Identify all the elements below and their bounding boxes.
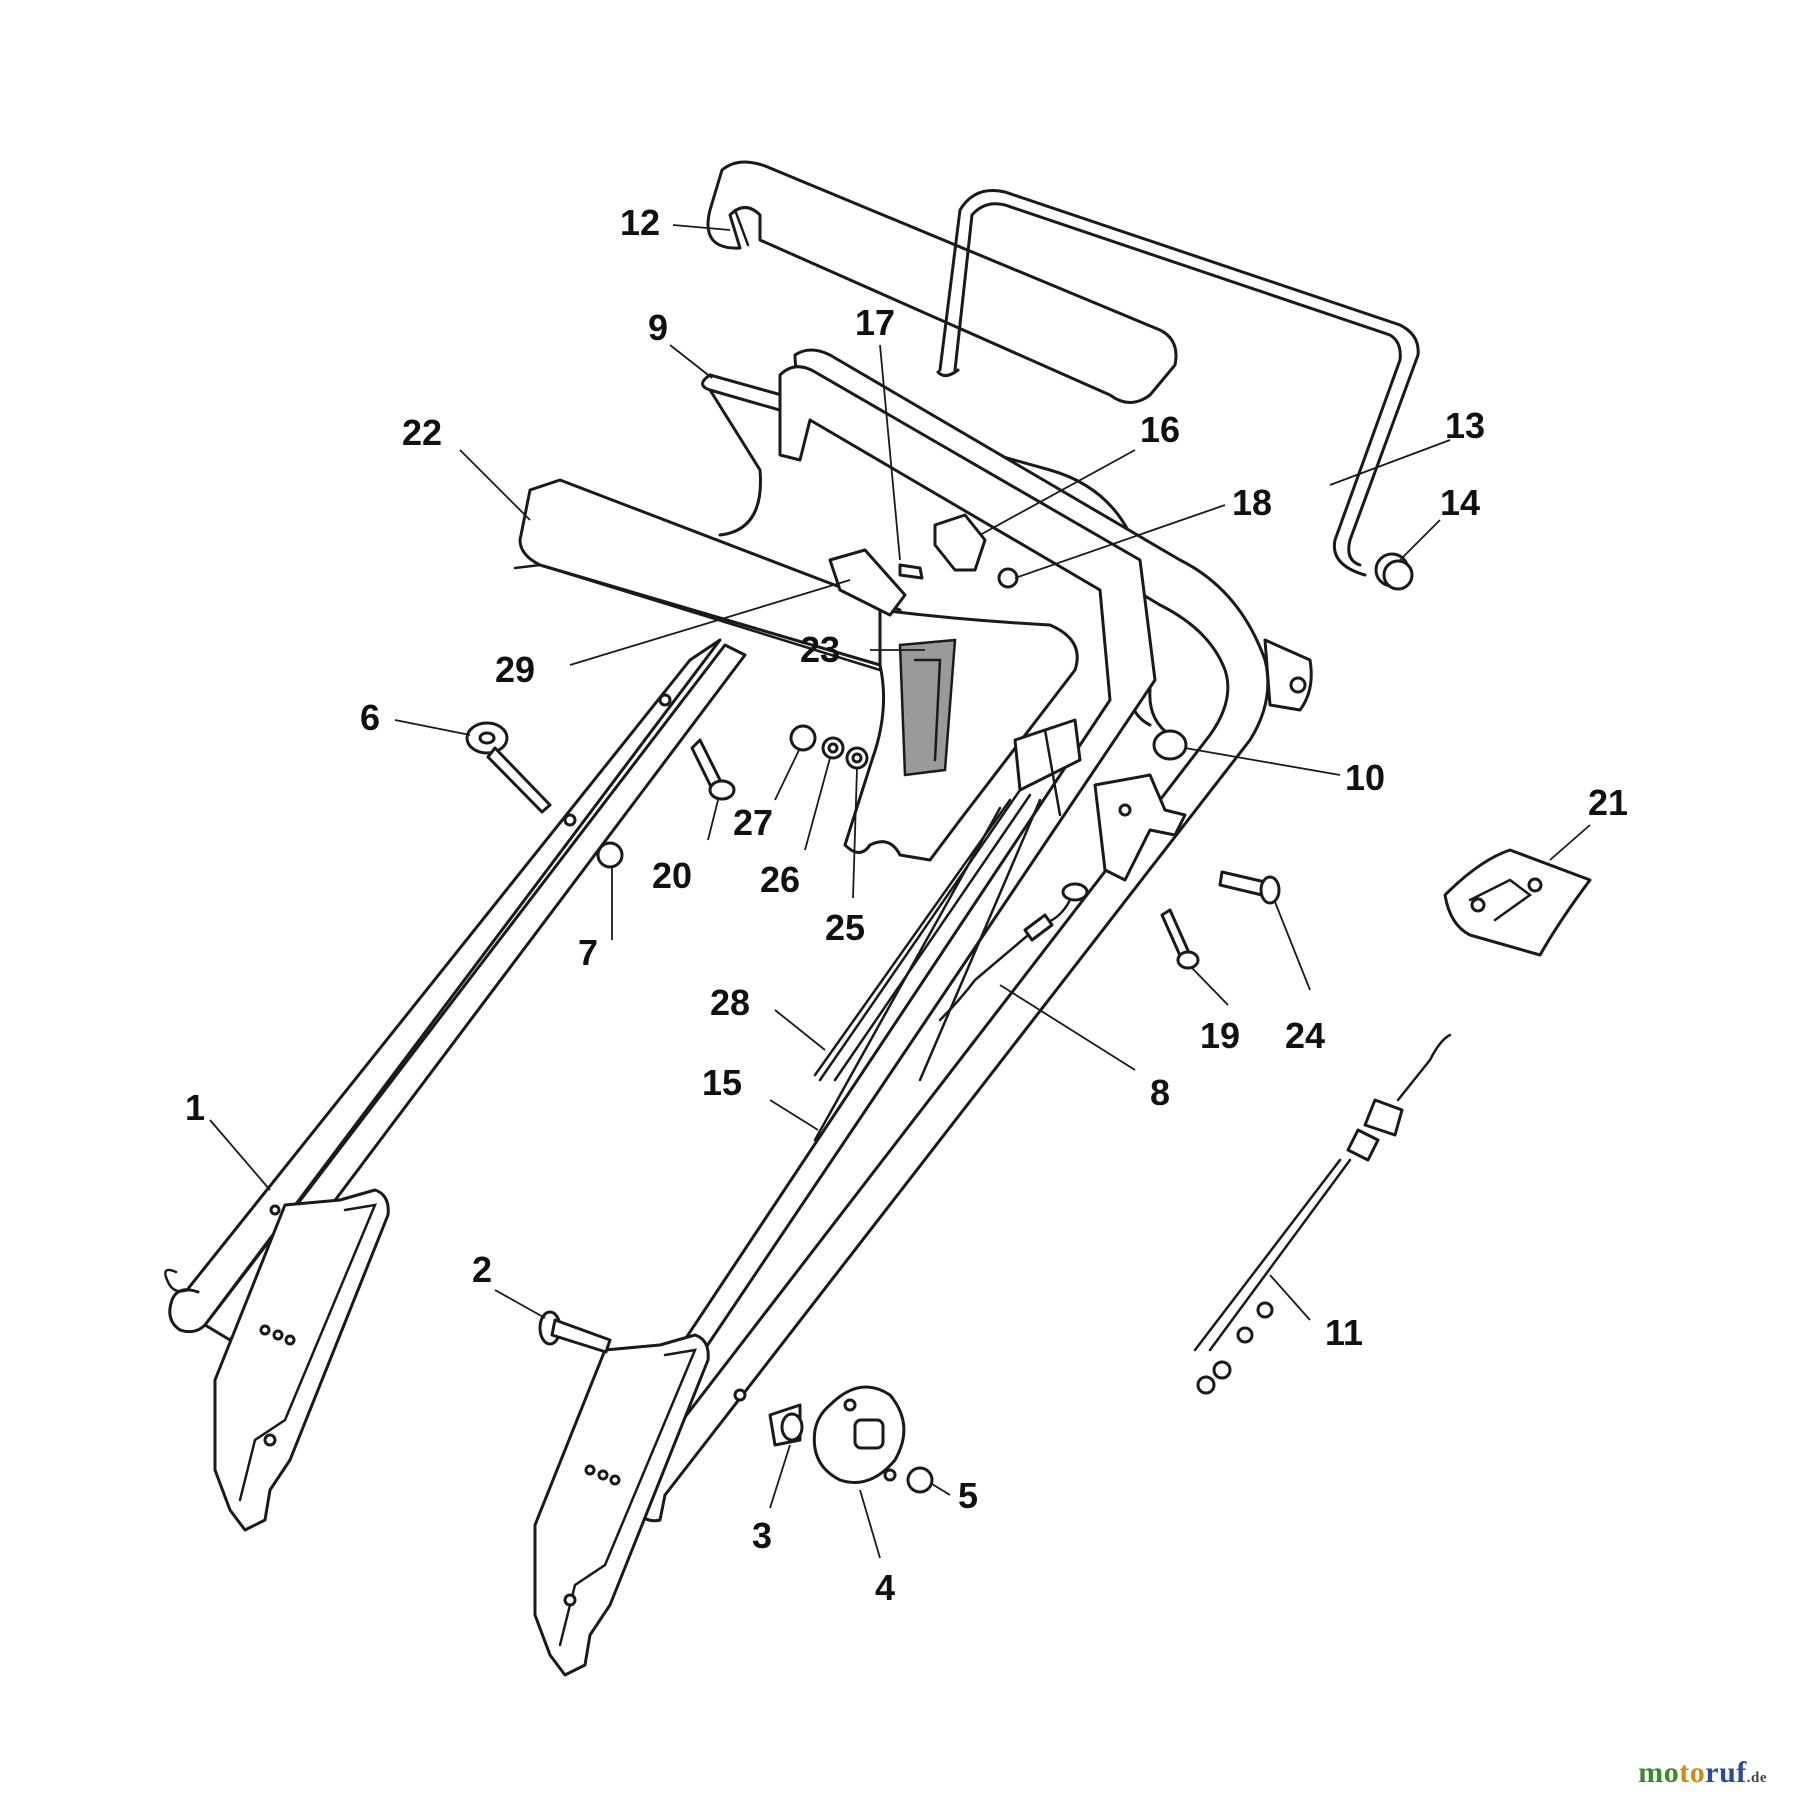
part-26-washer: [821, 736, 845, 760]
part-13-control-bail: [936, 189, 1420, 577]
callout-20: 20: [652, 855, 692, 896]
part-16-clip: [933, 513, 987, 572]
leader-16: [979, 449, 1136, 536]
part-8-cable: [938, 882, 1089, 1022]
leader-15: [769, 1099, 819, 1131]
part-18-nut: [997, 567, 1019, 589]
part-24-bolt: [1218, 870, 1281, 905]
part-5-nut: [906, 1466, 934, 1494]
leader-10: [1184, 747, 1341, 776]
leader-19: [1191, 967, 1229, 1006]
callout-15: 15: [702, 1062, 742, 1103]
callout-25: 25: [825, 907, 865, 948]
part-25-washer: [845, 746, 869, 770]
part-21-hardware-bag: [1443, 848, 1592, 957]
part-lower-bracket-right: [533, 1333, 710, 1677]
callout-17: 17: [855, 302, 895, 343]
leader-27: [774, 747, 801, 801]
part-15-cable: [813, 806, 1002, 1142]
callout-8: 8: [1150, 1072, 1170, 1113]
callout-28: 28: [710, 982, 750, 1023]
callout-13: 13: [1445, 405, 1485, 446]
part-17-screw: [898, 563, 924, 580]
callout-26: 26: [760, 859, 800, 900]
part-cable-bracket: [1093, 773, 1187, 882]
leader-2: [494, 1289, 546, 1319]
callout-4: 4: [875, 1567, 895, 1608]
callout-27: 27: [733, 802, 773, 843]
leader-26: [804, 757, 831, 851]
callout-7: 7: [578, 932, 598, 973]
part-4-knob: [812, 1385, 906, 1484]
leader-9: [669, 344, 713, 379]
part-19-screw: [1160, 908, 1200, 970]
leader-1: [209, 1119, 271, 1191]
part-11-bowden-cable: [1193, 1033, 1452, 1395]
callout-6: 6: [360, 697, 380, 738]
leader-5: [931, 1483, 951, 1496]
leader-24: [1274, 901, 1311, 991]
callout-22: 22: [402, 412, 442, 453]
callout-1: 1: [185, 1087, 205, 1128]
part-lower-bracket-left: [213, 1188, 390, 1532]
part-12-upper-handle: [706, 160, 1178, 404]
part-10-cap: [1152, 729, 1188, 761]
leader-14: [1399, 519, 1441, 561]
leader-13: [1329, 439, 1451, 486]
callout-29: 29: [495, 649, 535, 690]
callout-2: 2: [472, 1249, 492, 1290]
callout-10: 10: [1345, 757, 1385, 798]
part-6-eye-bolt: [465, 721, 552, 814]
part-1-handle-tube-left: [164, 638, 747, 1342]
leader-25: [852, 767, 858, 899]
leader-22: [459, 449, 531, 521]
callout-3: 3: [752, 1515, 772, 1556]
leader-29: [569, 579, 851, 666]
callout-24: 24: [1285, 1015, 1325, 1056]
leader-11: [1269, 1274, 1311, 1321]
leader-12: [672, 224, 731, 231]
leader-21: [1549, 824, 1591, 861]
leader-3: [769, 1444, 791, 1509]
leader-8: [999, 984, 1136, 1071]
callout-labels: 12 9 17 22 16 18 13 14 29 23 6 10 21 27 …: [185, 202, 1628, 1608]
part-2-bolt: [538, 1310, 612, 1354]
callout-23: 23: [800, 629, 840, 670]
callout-5: 5: [958, 1475, 978, 1516]
leader-20: [707, 799, 719, 841]
part-14-cap: [1374, 552, 1414, 591]
leader-18: [1014, 504, 1226, 579]
leader-6: [394, 719, 471, 736]
callout-18: 18: [1232, 482, 1272, 523]
callout-16: 16: [1140, 409, 1180, 450]
callout-14: 14: [1440, 482, 1480, 523]
part-3-spacer: [768, 1403, 804, 1447]
leader-17: [879, 344, 901, 561]
callout-12: 12: [620, 202, 660, 243]
leader-28: [774, 1009, 826, 1051]
part-7-nut: [596, 841, 624, 869]
part-27-nut: [789, 724, 817, 752]
leader-4: [859, 1489, 881, 1559]
brand-logo: motoruf.de: [1638, 1756, 1767, 1789]
callout-9: 9: [648, 307, 668, 348]
callout-19: 19: [1200, 1015, 1240, 1056]
callout-11: 11: [1325, 1312, 1363, 1353]
part-22-control-housing: [513, 478, 1079, 862]
part-cable-mechanism: [818, 718, 1082, 1082]
callout-21: 21: [1588, 782, 1628, 823]
part-20-screw: [690, 738, 736, 801]
leader-lines: [209, 224, 1591, 1559]
